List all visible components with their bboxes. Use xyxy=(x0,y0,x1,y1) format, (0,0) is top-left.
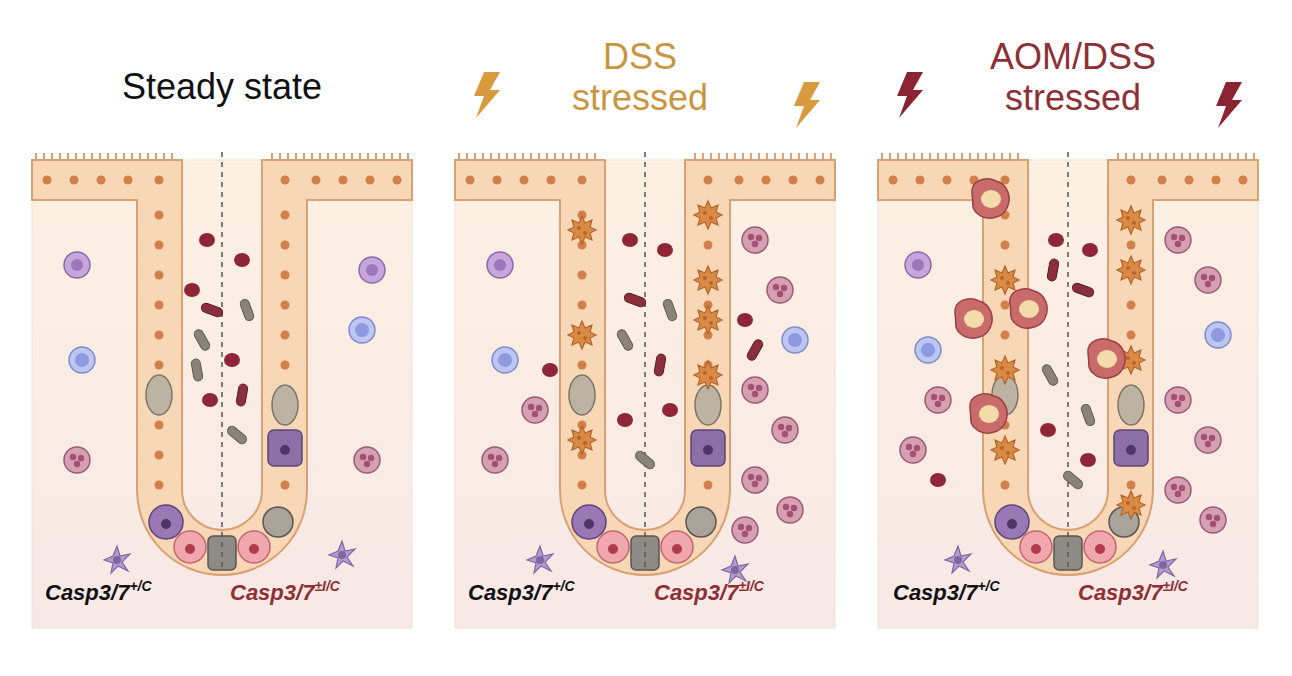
genotype-label: Casp3/7±I/C xyxy=(230,578,340,606)
genotype-label: Casp3/7+/C xyxy=(468,578,575,606)
genotype-label: Casp3/7+/C xyxy=(893,578,1000,606)
genotype-label: Casp3/7+/C xyxy=(45,578,152,606)
panel-heading: AOM/DSS stressed xyxy=(963,36,1183,119)
genotype-label: Casp3/7±I/C xyxy=(1078,578,1188,606)
genotype-label: Casp3/7±I/C xyxy=(654,578,764,606)
panel-heading: DSS stressed xyxy=(545,36,735,119)
panel-heading: Steady state xyxy=(32,66,412,107)
